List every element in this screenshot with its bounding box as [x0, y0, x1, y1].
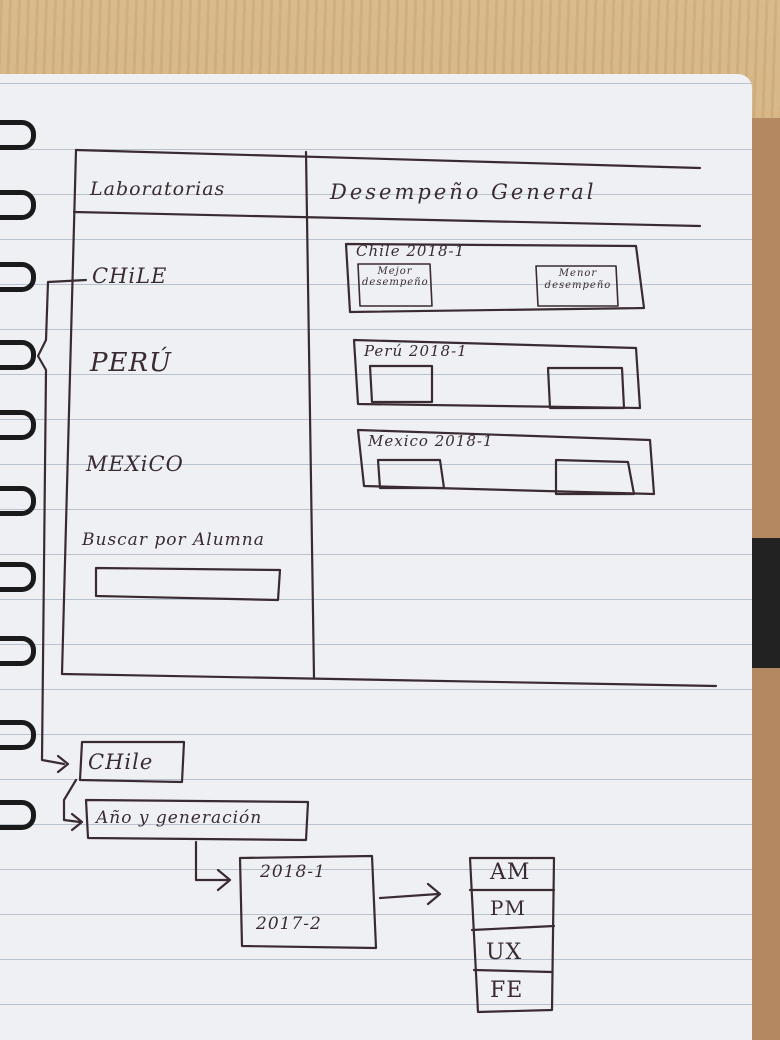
track-pm[interactable]: PM	[490, 896, 526, 920]
spiral-ring	[0, 262, 36, 292]
option-2017-2[interactable]: 2017-2	[256, 914, 322, 934]
spiral-ring	[0, 562, 36, 592]
flow-connector-3	[194, 840, 230, 882]
card-chile-outline	[344, 242, 646, 314]
card-peru-title: Perú 2018-1	[364, 342, 468, 360]
card-mexico-outline	[356, 428, 656, 496]
flow-arrow-2	[70, 812, 84, 832]
year-gen-box-outline	[84, 798, 310, 842]
flow-year-gen-box[interactable]: Año y generación	[96, 808, 263, 828]
flow-arrow-3	[216, 868, 232, 892]
track-am[interactable]: AM	[490, 860, 531, 885]
flow-connector	[36, 278, 88, 766]
header-performance-title: Desempeño General	[330, 180, 597, 204]
track-fe[interactable]: FE	[490, 978, 524, 1003]
flow-country-box[interactable]: CHile	[88, 750, 154, 774]
spiral-ring	[0, 800, 36, 830]
sidebar-item-mexico[interactable]: MEXiCO	[86, 452, 184, 476]
card-chile-title: Chile 2018-1	[356, 242, 466, 260]
spiral-ring	[0, 190, 36, 220]
options-box-outline	[238, 854, 378, 950]
frame-bottom-line	[60, 672, 718, 688]
card-chile-worst-label[interactable]: Menor desempeño	[544, 268, 612, 291]
track-ux[interactable]: UX	[486, 940, 523, 965]
card-chile-best-label[interactable]: Mejor desempeño	[362, 266, 429, 288]
spiral-ring	[0, 486, 36, 516]
search-input[interactable]	[98, 572, 276, 596]
flow-arrow-1	[56, 754, 70, 774]
spiral-ring	[0, 636, 36, 666]
flow-arrow-4-head	[426, 882, 442, 906]
spiral-ring	[0, 410, 36, 440]
frame-left-line	[60, 148, 78, 676]
flow-connector-2	[62, 778, 82, 824]
spiral-ring	[0, 720, 36, 750]
chile-box-outline	[78, 740, 186, 784]
card-peru-left-box	[368, 364, 434, 404]
track-divider	[470, 924, 556, 932]
card-peru-right-box	[546, 366, 626, 410]
card-chile-left-box	[357, 263, 433, 307]
option-2018-1[interactable]: 2018-1	[260, 862, 326, 882]
spiral-ring	[0, 120, 36, 150]
frame-top-line	[74, 148, 702, 170]
frame-divider-line	[304, 150, 316, 680]
flow-arrow-4	[378, 892, 440, 900]
card-mexico-title: Mexico 2018-1	[368, 432, 494, 450]
spiral-ring	[0, 340, 36, 370]
card-mexico-left-box	[376, 458, 446, 490]
notebook-page	[0, 74, 752, 1040]
track-divider	[472, 968, 554, 974]
track-box-outline	[468, 856, 556, 1014]
header-labs-title: Laboratorias	[90, 178, 226, 200]
card-mexico-right-box	[554, 458, 636, 496]
card-peru-outline	[352, 338, 642, 410]
search-box-outline	[94, 566, 282, 602]
search-label: Buscar por Alumna	[82, 530, 265, 550]
card-chile-right-box	[535, 265, 619, 307]
sidebar-item-chile[interactable]: CHiLE	[92, 264, 168, 288]
frame-header-line	[72, 210, 702, 228]
sidebar-item-peru[interactable]: PERÚ	[90, 348, 172, 378]
